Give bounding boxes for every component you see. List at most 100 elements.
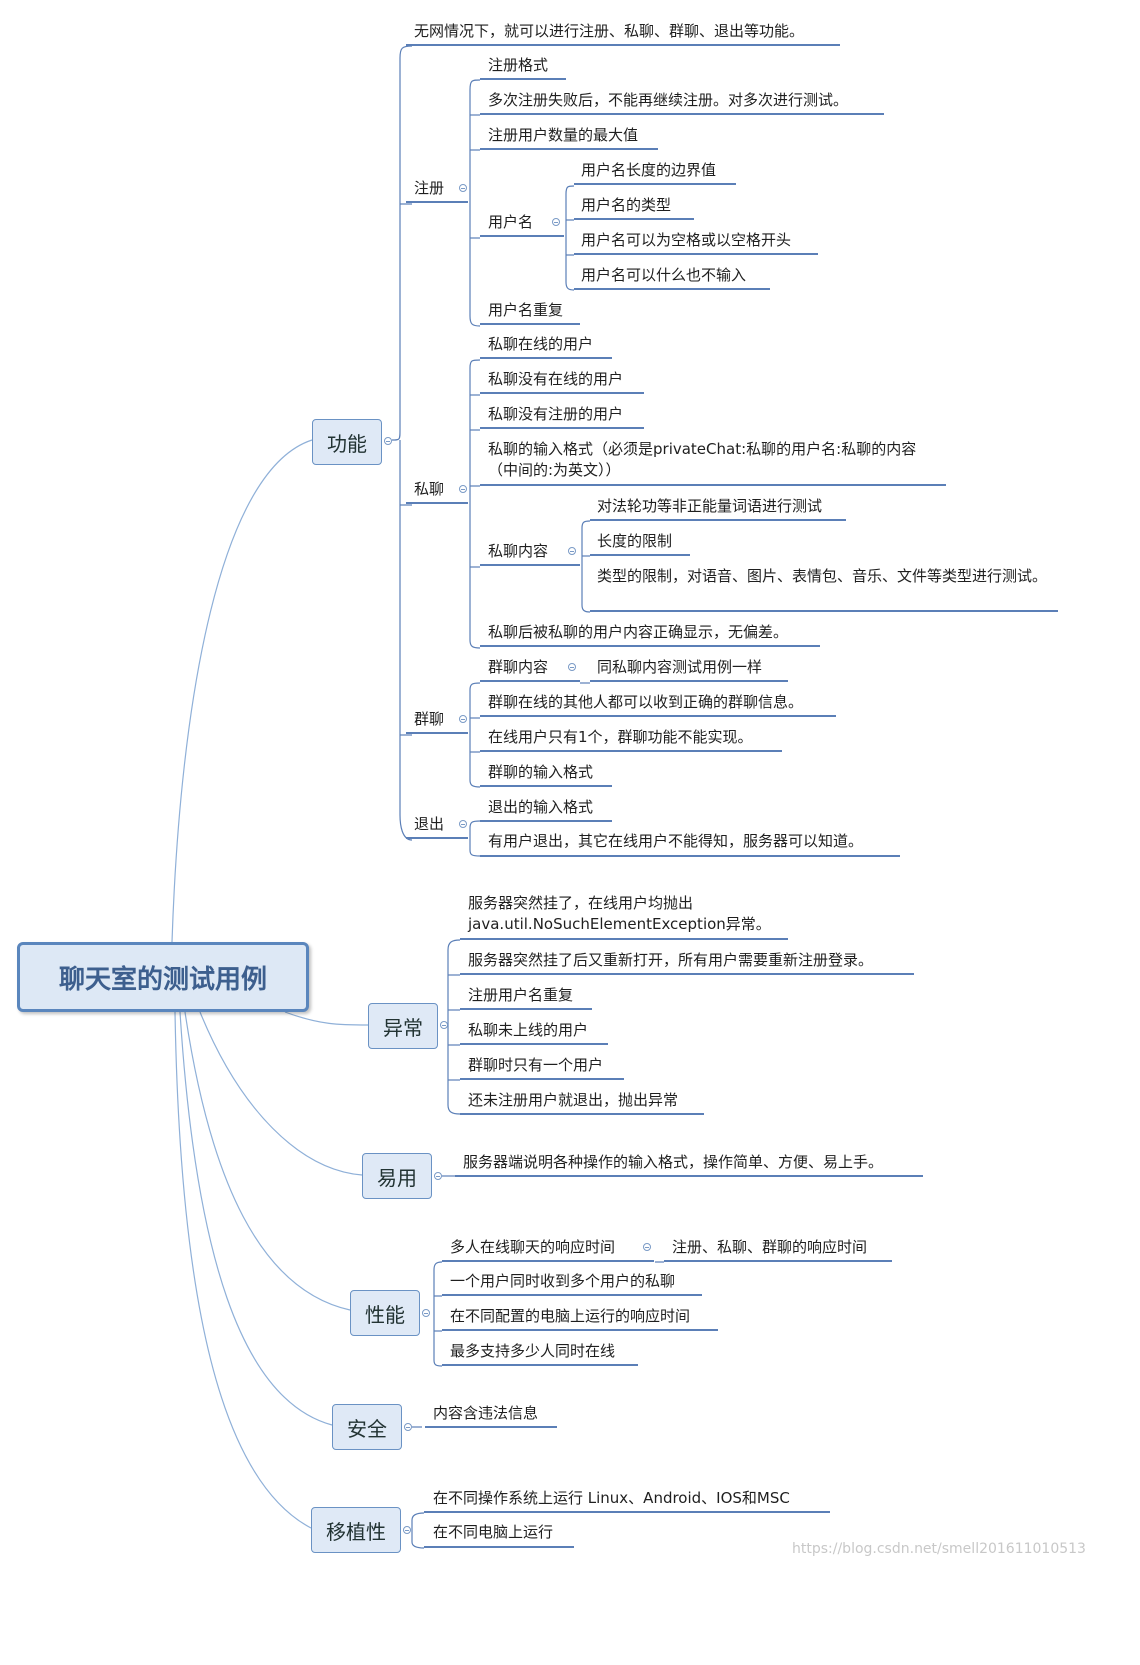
underline [480, 78, 566, 80]
underline [460, 973, 914, 975]
leaf-private-online[interactable]: 私聊在线的用户 [488, 335, 594, 353]
leaf-exception-reopen[interactable]: 服务器突然挂了后又重新打开，所有用户需要重新注册登录。 [468, 951, 874, 969]
underline [664, 1260, 892, 1262]
underline [574, 253, 818, 255]
underline [480, 855, 900, 857]
sub-perf-multi-user[interactable]: 多人在线聊天的响应时间 [450, 1238, 616, 1256]
sub-register[interactable]: 注册 [414, 179, 445, 197]
underline [590, 519, 846, 521]
leaf-username-empty[interactable]: 用户名可以什么也不输入 [581, 266, 747, 284]
underline [480, 392, 644, 394]
collapse-toggle[interactable] [440, 1021, 448, 1029]
underline [406, 732, 468, 734]
leaf-username-type[interactable]: 用户名的类型 [581, 196, 672, 214]
underline [442, 1260, 654, 1262]
underline [460, 1043, 608, 1045]
underline [460, 1113, 704, 1115]
leaf-group-single-user[interactable]: 在线用户只有1个，群聊功能不能实现。 [488, 728, 753, 746]
leaf-perf-multi-private[interactable]: 一个用户同时收到多个用户的私聊 [450, 1272, 676, 1290]
underline [424, 1511, 830, 1513]
collapse-toggle[interactable] [552, 218, 560, 226]
underline [590, 680, 788, 682]
leaf-username-space[interactable]: 用户名可以为空格或以空格开头 [581, 231, 792, 249]
root-node[interactable]: 聊天室的测试用例 [17, 942, 309, 1012]
branch-security[interactable]: 安全 [332, 1404, 402, 1450]
collapse-toggle[interactable] [568, 663, 576, 671]
leaf-perf-response[interactable]: 注册、私聊、群聊的响应时间 [672, 1238, 868, 1256]
leaf-content-type[interactable]: 类型的限制，对语音、图片、表情包、音乐、文件等类型进行测试。 [597, 567, 1048, 585]
sub-group-content[interactable]: 群聊内容 [488, 658, 549, 676]
collapse-toggle[interactable] [459, 820, 467, 828]
leaf-register-max-users[interactable]: 注册用户数量的最大值 [488, 126, 639, 144]
underline [480, 820, 612, 822]
leaf-perf-max-online[interactable]: 最多支持多少人同时在线 [450, 1342, 616, 1360]
underline [574, 218, 694, 220]
leaf-content-sensitive[interactable]: 对法轮功等非正能量词语进行测试 [597, 497, 823, 515]
underline [480, 113, 884, 115]
leaf-exception-group-single[interactable]: 群聊时只有一个用户 [468, 1056, 604, 1074]
watermark: https://blog.csdn.net/smell201611010513 [792, 1541, 1086, 1557]
leaf-group-input-format[interactable]: 群聊的输入格式 [488, 763, 594, 781]
leaf-private-display[interactable]: 私聊后被私聊的用户内容正确显示，无偏差。 [488, 623, 789, 641]
sub-username[interactable]: 用户名 [488, 213, 534, 231]
leaf-exception-dup-username[interactable]: 注册用户名重复 [468, 986, 574, 1004]
branch-exception[interactable]: 异常 [368, 1003, 438, 1049]
leaf-content-length[interactable]: 长度的限制 [597, 532, 673, 550]
underline [460, 938, 788, 940]
leaf-group-content-same[interactable]: 同私聊内容测试用例一样 [597, 658, 763, 676]
collapse-toggle[interactable] [459, 184, 467, 192]
collapse-toggle[interactable] [422, 1309, 430, 1317]
underline [480, 323, 580, 325]
sub-group-chat[interactable]: 群聊 [414, 710, 445, 728]
underline [590, 610, 1058, 612]
underline [424, 1546, 574, 1548]
collapse-toggle[interactable] [403, 1526, 411, 1534]
sub-private-content[interactable]: 私聊内容 [488, 542, 549, 560]
underline [406, 837, 468, 839]
collapse-toggle[interactable] [459, 485, 467, 493]
leaf-portability-os[interactable]: 在不同操作系统上运行 Linux、Android、IOS和MSC [433, 1489, 790, 1507]
underline [480, 715, 836, 717]
leaf-group-receive[interactable]: 群聊在线的其他人都可以收到正确的群聊信息。 [488, 693, 804, 711]
sub-private-chat[interactable]: 私聊 [414, 480, 445, 498]
collapse-toggle[interactable] [568, 547, 576, 555]
leaf-private-offline[interactable]: 私聊没有在线的用户 [488, 370, 624, 388]
leaf-username-duplicate[interactable]: 用户名重复 [488, 301, 564, 319]
leaf-exception-private-offline[interactable]: 私聊未上线的用户 [468, 1021, 589, 1039]
leaf-register-format[interactable]: 注册格式 [488, 56, 549, 74]
branch-portability[interactable]: 移植性 [311, 1507, 401, 1553]
underline [480, 484, 946, 486]
collapse-toggle[interactable] [384, 437, 392, 445]
leaf-perf-config[interactable]: 在不同配置的电脑上运行的响应时间 [450, 1307, 691, 1325]
underline [480, 148, 658, 150]
underline [460, 1078, 624, 1080]
underline [480, 564, 580, 566]
leaf-no-network[interactable]: 无网情况下，就可以进行注册、私聊、群聊、退出等功能。 [414, 22, 805, 40]
leaf-username-length[interactable]: 用户名长度的边界值 [581, 161, 717, 179]
underline [455, 1175, 923, 1177]
leaf-security-illegal[interactable]: 内容含违法信息 [433, 1404, 539, 1422]
underline [406, 502, 468, 504]
underline [406, 44, 840, 46]
leaf-register-multi-fail[interactable]: 多次注册失败后，不能再继续注册。对多次进行测试。 [488, 91, 849, 109]
leaf-exception-exit-unregistered[interactable]: 还未注册用户就退出，抛出异常 [468, 1091, 679, 1109]
leaf-exit-format[interactable]: 退出的输入格式 [488, 798, 594, 816]
leaf-private-input-format[interactable]: 私聊的输入格式（必须是privateChat:私聊的用户名:私聊的内容（中间的:… [488, 440, 917, 479]
branch-performance[interactable]: 性能 [350, 1290, 420, 1336]
collapse-toggle[interactable] [434, 1172, 442, 1180]
sub-exit[interactable]: 退出 [414, 815, 445, 833]
leaf-usability-server-doc[interactable]: 服务器端说明各种操作的输入格式，操作简单、方便、易上手。 [463, 1153, 884, 1171]
leaf-private-unregistered[interactable]: 私聊没有注册的用户 [488, 405, 624, 423]
branch-functionality[interactable]: 功能 [312, 419, 382, 465]
collapse-toggle[interactable] [459, 715, 467, 723]
branch-usability[interactable]: 易用 [362, 1153, 432, 1199]
underline [574, 288, 770, 290]
leaf-exit-notify[interactable]: 有用户退出，其它在线用户不能得知，服务器可以知道。 [488, 832, 864, 850]
collapse-toggle[interactable] [404, 1423, 412, 1431]
collapse-toggle[interactable] [643, 1243, 651, 1251]
leaf-portability-pc[interactable]: 在不同电脑上运行 [433, 1523, 554, 1541]
underline [480, 235, 564, 237]
leaf-exception-server-crash[interactable]: 服务器突然挂了，在线用户均抛出java.util.NoSuchElementEx… [468, 894, 771, 933]
